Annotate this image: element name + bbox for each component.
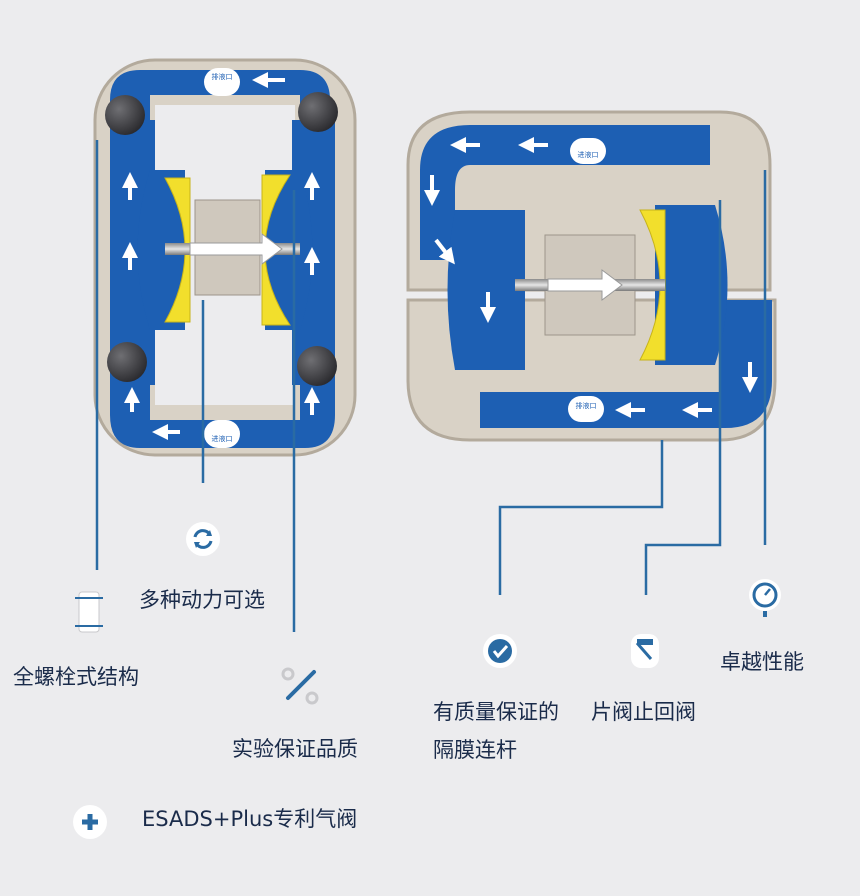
left-pump-inlet-label: 进液口 <box>212 434 233 443</box>
left-pump-ball-bottom-right <box>297 346 337 386</box>
left-pump-ball-bottom-left <box>107 342 147 382</box>
right-pump-chamber-right <box>655 205 728 365</box>
left-pump-diaphragm-left <box>164 177 191 323</box>
left-pump-diaphragm-right <box>261 174 291 326</box>
callout-line-check-valve <box>644 200 722 595</box>
left-pump-chamber-left <box>137 170 185 330</box>
right-pump: 进液口 排液口 <box>406 110 777 442</box>
valve-icon <box>631 634 659 668</box>
right-pump-inlet-label: 进液口 <box>578 150 599 159</box>
right-pump-diaphragm <box>639 209 666 361</box>
left-pump-flow-arrows <box>122 72 320 440</box>
right-pump-flow-arrows <box>424 137 758 418</box>
feature-performance: 卓越性能 <box>720 650 804 674</box>
feature-bolt: 全螺栓式结构 <box>13 665 139 689</box>
checkmark-icon <box>483 634 517 668</box>
feature-power: 多种动力可选 <box>139 588 265 612</box>
right-pump-chamber-left <box>447 210 525 370</box>
feature-check-valve: 片阀止回阀 <box>591 700 696 724</box>
left-pump: 排液口 进液口 <box>93 58 357 457</box>
callout-line-diaphragm <box>498 440 664 595</box>
right-pump-inlet-badge <box>570 138 606 164</box>
left-pump-shaft-arrow <box>189 233 283 265</box>
right-pump-shaft-arrow <box>547 269 623 301</box>
left-pump-inlet-badge <box>204 420 240 448</box>
right-pump-discharge-badge <box>568 396 604 422</box>
left-pump-ball-top-right <box>298 92 338 132</box>
wrench-screwdriver-icon <box>281 667 319 705</box>
left-pump-ball-top-left <box>105 95 145 135</box>
callout-lines <box>95 140 767 632</box>
feature-diaphragm-line1: 有质量保证的 <box>433 700 559 724</box>
left-pump-discharge-label: 排液口 <box>212 72 233 81</box>
bolt-icon <box>75 591 103 633</box>
gauge-icon <box>749 579 781 617</box>
right-pump-fluid-top <box>420 125 710 260</box>
right-pump-fluid-bottom <box>480 300 772 428</box>
feature-esads: ESADS+Plus专利气阀 <box>142 807 358 831</box>
plus-icon <box>73 805 107 839</box>
left-pump-discharge-badge <box>204 68 240 96</box>
feature-diaphragm-line2: 隔膜连杆 <box>433 738 517 762</box>
feature-quality: 实验保证品质 <box>232 737 358 761</box>
refresh-icon <box>186 522 220 556</box>
right-pump-discharge-label: 排液口 <box>576 401 597 410</box>
